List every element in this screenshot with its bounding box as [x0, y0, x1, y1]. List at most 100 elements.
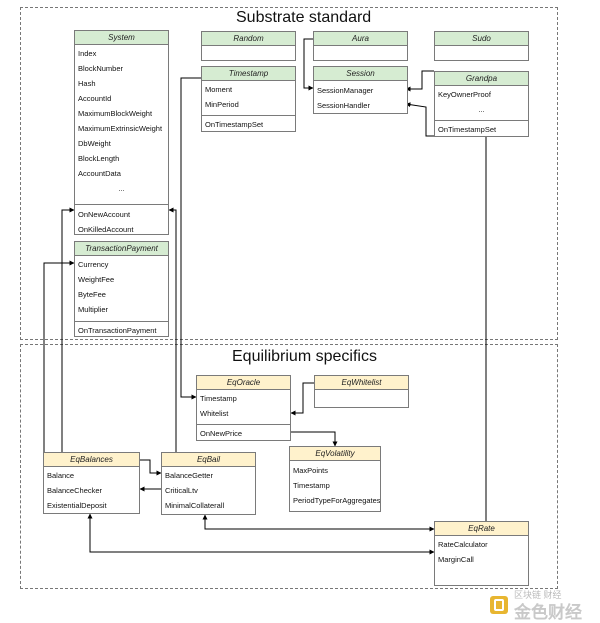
timestamp-methods: OnTimestampSet	[202, 115, 295, 132]
transaction-payment-items: Currency WeightFee ByteFee Multiplier	[75, 256, 168, 321]
eq-volatility-items: MaxPoints Timestamp PeriodTypeForAggrega…	[290, 461, 380, 508]
system-item: Index	[78, 49, 97, 58]
session-header: Session	[314, 67, 407, 81]
grandpa-box: Grandpa KeyOwnerProof ... OnTimestampSet	[434, 71, 529, 137]
system-items: Index BlockNumber Hash AccountId Maximum…	[75, 45, 168, 198]
eq-oracle-methods: OnNewPrice	[197, 424, 290, 441]
eq-balances-item: BalanceChecker	[47, 486, 103, 495]
eq-bail-header: EqBail	[162, 453, 255, 467]
wire-eqbail-eqrate	[202, 514, 435, 532]
equilibrium-specifics-region	[20, 344, 558, 589]
system-item: BlockLength	[78, 154, 120, 163]
eq-oracle-items: Timestamp Whitelist	[197, 390, 290, 424]
eq-volatility-item: MaxPoints	[293, 466, 329, 475]
system-box: System Index BlockNumber Hash AccountId …	[74, 30, 169, 235]
eq-balances-item: ExistentialDeposit	[47, 501, 107, 510]
equilibrium-specifics-title: Equilibrium specifics	[232, 348, 377, 365]
wire-grandpa-session	[405, 70, 434, 92]
timestamp-header: Timestamp	[202, 67, 295, 81]
wire-eqbalances-eqrate	[87, 513, 435, 555]
wire-eqwhitelist-eqoracle	[290, 382, 314, 416]
grandpa-methods: OnTimestampSet	[435, 120, 528, 137]
wire-eqbalances-eqbail	[139, 459, 162, 476]
eq-rate-item: RateCalculator	[438, 540, 488, 549]
eq-whitelist-box: EqWhitelist	[314, 375, 409, 408]
wire-eqbalances-txpayment	[43, 260, 75, 452]
session-item: SessionManager	[317, 86, 374, 95]
wire-timestamp-eqoracle	[180, 77, 201, 400]
wire-aura-session	[303, 38, 314, 91]
eq-volatility-item: Timestamp	[293, 481, 330, 490]
aura-box: Aura	[313, 31, 408, 61]
eq-rate-box: EqRate RateCalculator MarginCall	[434, 521, 529, 586]
eq-bail-item: MinimalCollaterall	[165, 501, 225, 510]
wire-eqoracle-eqvolatility	[291, 431, 338, 447]
wire-eqbail-system	[168, 207, 177, 452]
eq-volatility-header: EqVolatility	[290, 447, 380, 461]
grandpa-method: OnTimestampSet	[438, 125, 497, 134]
eq-balances-box: EqBalances Balance BalanceChecker Existe…	[43, 452, 140, 514]
eq-bail-box: EqBail BalanceGetter CriticalLtv Minimal…	[161, 452, 256, 515]
session-item: SessionHandler	[317, 101, 370, 110]
transaction-payment-item: Multiplier	[78, 305, 109, 314]
eq-balances-items: Balance BalanceChecker ExistentialDeposi…	[44, 467, 139, 513]
substrate-standard-region	[20, 7, 558, 340]
system-method: OnKilledAccount	[78, 225, 134, 234]
random-header: Random	[202, 32, 295, 46]
eq-volatility-box: EqVolatility MaxPoints Timestamp PeriodT…	[289, 446, 381, 512]
system-item: ...	[118, 184, 125, 193]
eq-oracle-item: Timestamp	[200, 394, 237, 403]
eq-balances-item: Balance	[47, 471, 75, 480]
transaction-payment-box: TransactionPayment Currency WeightFee By…	[74, 241, 169, 337]
eq-rate-item: MarginCall	[438, 555, 474, 564]
system-item: AccountId	[78, 94, 112, 103]
eq-oracle-header: EqOracle	[197, 376, 290, 390]
eq-oracle-item: Whitelist	[200, 409, 229, 418]
system-method: OnNewAccount	[78, 210, 131, 219]
eq-oracle-box: EqOracle Timestamp Whitelist OnNewPrice	[196, 375, 291, 441]
grandpa-item: KeyOwnerProof	[438, 90, 491, 99]
eq-bail-items: BalanceGetter CriticalLtv MinimalCollate…	[162, 467, 255, 513]
eq-whitelist-header: EqWhitelist	[315, 376, 408, 390]
aura-header: Aura	[314, 32, 407, 46]
eq-rate-items: RateCalculator MarginCall	[435, 536, 528, 567]
system-item: BlockNumber	[78, 64, 124, 73]
grandpa-item: ...	[478, 105, 485, 114]
eq-oracle-method: OnNewPrice	[200, 429, 243, 438]
timestamp-box: Timestamp Moment MinPeriod OnTimestampSe…	[201, 66, 296, 132]
sudo-box: Sudo	[434, 31, 529, 61]
sudo-header: Sudo	[435, 32, 528, 46]
transaction-payment-method: OnTransactionPayment	[78, 326, 157, 335]
random-box: Random	[201, 31, 296, 61]
watermark: 区块链 财经 金色财经	[490, 588, 598, 622]
system-methods: OnNewAccount OnKilledAccount	[75, 204, 168, 237]
timestamp-item: Moment	[205, 85, 233, 94]
wire-eqrate-session	[405, 102, 487, 521]
transaction-payment-item: ByteFee	[78, 290, 106, 299]
transaction-payment-methods: OnTransactionPayment	[75, 321, 168, 338]
eq-bail-item: BalanceGetter	[165, 471, 213, 480]
system-item: Hash	[78, 79, 96, 88]
session-box: Session SessionManager SessionHandler	[313, 66, 408, 114]
watermark-line2: 金色财经	[514, 603, 582, 622]
wire-eqbalances-system	[61, 207, 75, 452]
timestamp-item: MinPeriod	[205, 100, 239, 109]
grandpa-items: KeyOwnerProof ...	[435, 86, 528, 120]
eq-balances-header: EqBalances	[44, 453, 139, 467]
transaction-payment-item: WeightFee	[78, 275, 115, 284]
watermark-logo-icon	[490, 596, 508, 614]
eq-bail-item: CriticalLtv	[165, 486, 198, 495]
system-header: System	[75, 31, 168, 45]
transaction-payment-header: TransactionPayment	[75, 242, 168, 256]
grandpa-header: Grandpa	[435, 72, 528, 86]
transaction-payment-item: Currency	[78, 260, 109, 269]
system-item: AccountData	[78, 169, 121, 178]
eq-rate-header: EqRate	[435, 522, 528, 536]
eq-volatility-item: PeriodTypeForAggregates	[293, 496, 380, 505]
system-item: DbWeight	[78, 139, 111, 148]
timestamp-method: OnTimestampSet	[205, 120, 264, 129]
system-item: MaximumBlockWeight	[78, 109, 153, 118]
session-items: SessionManager SessionHandler	[314, 81, 407, 113]
watermark-line1: 区块链 财经	[514, 590, 562, 600]
